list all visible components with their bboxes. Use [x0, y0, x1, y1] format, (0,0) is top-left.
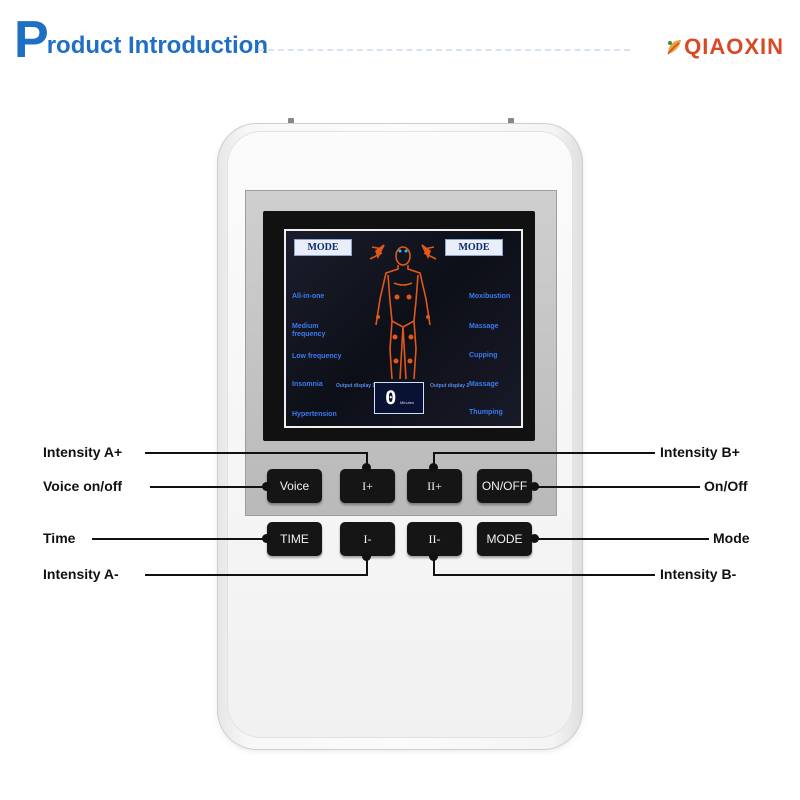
- intensity-b-minus-button[interactable]: II-: [407, 522, 462, 556]
- leader-dot-mode: [530, 534, 539, 543]
- screen-mode-cupping: Cupping: [469, 352, 498, 359]
- callout-mode: Mode: [713, 530, 750, 546]
- body-figure-icon: [369, 244, 437, 380]
- callout-voice-on-off: Voice on/off: [43, 478, 123, 494]
- screen-mode-thumping: Thumping: [469, 409, 503, 416]
- leader-dot-voice: [262, 482, 271, 491]
- leader-dot-intensity-a-plus: [362, 463, 371, 472]
- callout-time: Time: [43, 530, 76, 546]
- connector-pin-right: [508, 118, 514, 124]
- leader-line-intensity-b-minus: [433, 574, 655, 576]
- screen-mode-all-in-one: All-in-one: [292, 293, 325, 300]
- output-display-2-label: Output display 2: [430, 383, 470, 389]
- mode-button[interactable]: MODE: [477, 522, 532, 556]
- mode-label-right: MODE: [445, 239, 503, 256]
- header-divider: [258, 49, 630, 51]
- leader-line-voice: [150, 486, 266, 488]
- leader-dot-intensity-b-plus: [429, 463, 438, 472]
- mode-label-left: MODE: [294, 239, 352, 256]
- leader-line-intensity-a-minus: [145, 574, 368, 576]
- leader-line-intensity-a-minus-rise: [366, 556, 368, 576]
- voice-button[interactable]: Voice: [267, 469, 322, 503]
- brand-leaf-icon: [667, 40, 682, 55]
- output-display-1-label: Output display 1: [336, 383, 376, 389]
- title-text: roduct Introduction: [46, 32, 268, 59]
- leader-line-intensity-a-plus-drop: [366, 452, 368, 470]
- title-initial: P: [14, 11, 49, 69]
- timer-value: 0: [385, 387, 397, 409]
- leader-line-intensity-a-plus: [145, 452, 368, 454]
- connector-pin-left: [288, 118, 294, 124]
- intensity-b-plus-button[interactable]: II+: [407, 469, 462, 503]
- callout-intensity-a-plus: Intensity A+: [43, 444, 123, 460]
- leader-dot-intensity-b-minus: [429, 552, 438, 561]
- leader-line-mode: [533, 538, 709, 540]
- brand-logo: QIAOXIN: [664, 34, 784, 60]
- brand-name: QIAOXIN: [684, 34, 784, 59]
- screen-mode-low-frequency: Low frequency: [292, 353, 342, 360]
- screen-mode-insomnia: Insomnia: [292, 381, 323, 388]
- screen-mode-moxibustion: Moxibustion: [469, 293, 511, 300]
- callout-intensity-b-minus: Intensity B-: [660, 566, 737, 582]
- screen-mode-massage-1: Massage: [469, 323, 499, 330]
- leader-line-intensity-b-plus: [433, 452, 655, 454]
- callout-intensity-b-plus: Intensity B+: [660, 444, 740, 460]
- time-button[interactable]: TIME: [267, 522, 322, 556]
- intensity-a-plus-button[interactable]: I+: [340, 469, 395, 503]
- callout-intensity-a-minus: Intensity A-: [43, 566, 119, 582]
- leader-line-time: [92, 538, 266, 540]
- intensity-a-minus-button[interactable]: I-: [340, 522, 395, 556]
- callout-on-off: On/Off: [704, 478, 748, 494]
- page-title: P roduct Introduction: [14, 6, 268, 66]
- leader-dot-intensity-a-minus: [362, 552, 371, 561]
- screen-mode-medium-frequency: Medium frequency: [292, 323, 326, 338]
- leader-dot-on-off: [530, 482, 539, 491]
- leader-line-on-off: [533, 486, 700, 488]
- screen-mode-hypertension: Hypertension: [292, 411, 337, 418]
- lcd-screen: MODE MODE All-in-one Medium frequency Lo…: [284, 229, 523, 428]
- leader-line-intensity-b-plus-drop: [433, 452, 435, 470]
- timer-display: 0 Minutes: [374, 382, 424, 414]
- screen-mode-massage-2: Massage: [469, 381, 499, 388]
- timer-unit: Minutes: [400, 400, 415, 405]
- on-off-button[interactable]: ON/OFF: [477, 469, 532, 503]
- leader-line-intensity-b-minus-rise: [433, 556, 435, 576]
- leader-dot-time: [262, 534, 271, 543]
